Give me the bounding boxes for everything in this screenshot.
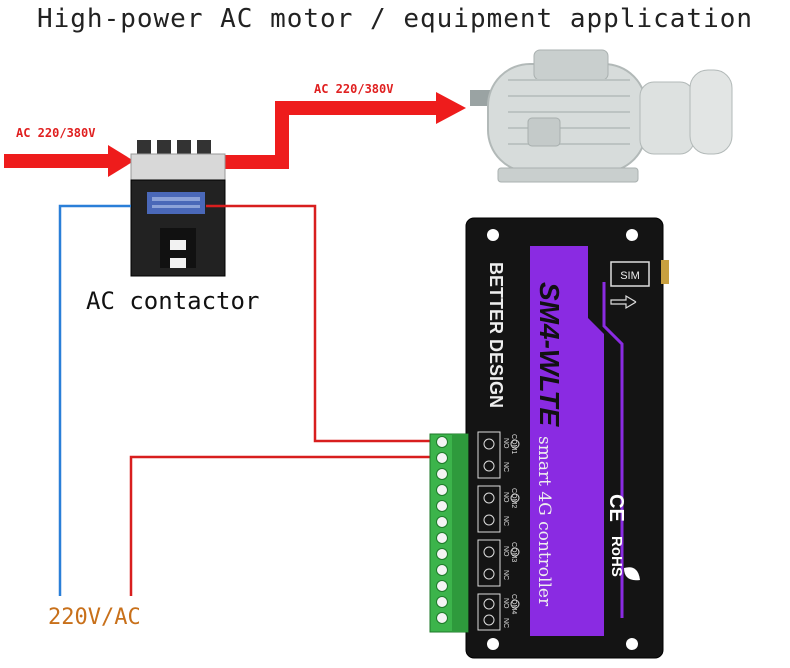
terminal-screw[interactable]: [436, 468, 448, 480]
terminal-screw[interactable]: [436, 452, 448, 464]
sim-slot[interactable]: [610, 261, 650, 287]
ac-motor-illustration: [470, 49, 733, 183]
controller-device: BETTER DESIGN SM4-WLTE smart 4G controll…: [465, 217, 669, 659]
terminal-screw[interactable]: [436, 612, 448, 624]
device-subtitle: smart 4G controller: [534, 436, 554, 607]
ac-contactor-illustration: [130, 140, 226, 277]
relay-1-com: COM1: [510, 434, 517, 454]
terminal-screw[interactable]: [436, 436, 448, 448]
leaf-icon: [624, 567, 640, 581]
sim-arrow-icon: [610, 294, 637, 310]
device-accent-stripe: [530, 246, 604, 636]
input-power-arrow: [4, 145, 134, 177]
output-voltage-label: AC 220/380V: [314, 82, 394, 96]
antenna-connector[interactable]: [661, 260, 669, 284]
neutral-wire: [58, 204, 131, 596]
relay-terminals: [477, 431, 520, 631]
live-wire-coil: [206, 204, 436, 443]
relay-3-no: NO: [502, 546, 509, 557]
input-voltage-label: AC 220/380V: [16, 126, 96, 140]
sim-label: SIM: [620, 270, 640, 282]
terminal-screw[interactable]: [436, 548, 448, 560]
relay-2-com: COM2: [510, 488, 517, 508]
diagram-title: High-power AC motor / equipment applicat…: [36, 4, 754, 34]
relay-2-no: NO: [502, 492, 509, 503]
terminal-block[interactable]: [429, 433, 469, 633]
relay-3-nc: NC: [502, 570, 509, 580]
relay-4-no: NO: [502, 598, 509, 609]
ce-mark: CE: [605, 494, 627, 522]
contactor-label: AC contactor: [86, 287, 260, 315]
relay-3-com: COM3: [510, 542, 517, 562]
device-model: SM4-WLTE: [534, 282, 565, 427]
terminal-screw[interactable]: [436, 516, 448, 528]
terminal-screw[interactable]: [436, 484, 448, 496]
relay-4-com: COM4: [510, 594, 517, 614]
supply-label: 220V/AC: [48, 605, 141, 630]
terminal-screw[interactable]: [436, 580, 448, 592]
device-brand: BETTER DESIGN: [486, 262, 506, 408]
relay-1-no: NO: [502, 438, 509, 449]
terminal-screw[interactable]: [436, 532, 448, 544]
output-power-arrow: [222, 92, 466, 169]
terminal-screw[interactable]: [436, 500, 448, 512]
relay-4-nc: NC: [502, 618, 509, 628]
live-wire-supply: [129, 455, 436, 596]
relay-2-nc: NC: [502, 516, 509, 526]
terminal-screw[interactable]: [436, 596, 448, 608]
rohs-mark: RoHS: [608, 536, 625, 577]
relay-1-nc: NC: [502, 462, 509, 472]
terminal-screw[interactable]: [436, 564, 448, 576]
